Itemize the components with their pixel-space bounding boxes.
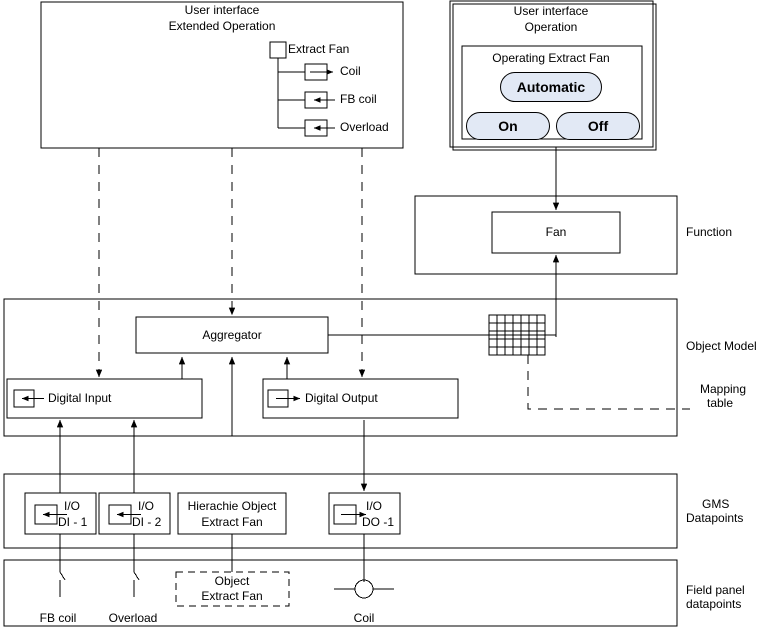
gms-item-hierachie-line1: Hierachie Object [187,499,277,513]
gms-item-di1-line1: I/O [64,499,81,513]
gms-item-hierachie-line2: Extract Fan [201,515,263,529]
coil-relay-symbol [354,579,374,599]
field-label-fbcoil: FB coil [39,611,77,625]
tree-item-label-fbcoil[interactable]: FB coil [340,92,377,106]
field-object-box-line2: Extract Fan [201,589,263,603]
fan-box-label: Fan [545,225,567,239]
mapping-table-grid [488,314,546,356]
field-object-box-line1: Object [214,574,250,588]
ui-extended-panel-border [40,1,404,149]
overload-contact-symbol [133,571,140,597]
gms-item-di2-line1: I/O [138,499,155,513]
object-model-band-label: Object Model [686,339,757,353]
field-label-coil: Coil [353,611,375,625]
mapping-grid-v [496,315,538,355]
gms-band-border [3,473,678,549]
gms-item-do1-line1: I/O [366,499,383,513]
fbcoil-contact-symbol [59,571,66,597]
mapping-grid-h [489,322,545,348]
tree-item-label-overload[interactable]: Overload [340,120,389,134]
field-object-dashed-box [175,571,290,607]
off-button[interactable]: Off [556,112,640,140]
gms-item-di2-line2: DI - 2 [132,515,162,529]
mapping-table-label-line2: table [707,396,734,410]
digital-output-box [262,378,459,419]
fan-box [491,211,621,254]
automatic-button[interactable]: Automatic [500,72,602,102]
gms-item-di1-line2: DI - 1 [58,515,88,529]
tree-root-box [269,41,287,59]
field-band-label-line2: datapoints [686,597,742,611]
mapping-table-label-line1: Mapping [700,382,747,396]
digital-input-label: Digital Input [48,391,112,405]
field-band-border [3,559,678,627]
gms-band-label-line1: GMS [702,497,730,511]
digital-output-label: Digital Output [305,391,378,405]
gms-band-label-line2: Datapoints [686,511,744,525]
tree-item-label-coil[interactable]: Coil [340,64,361,78]
ui-operation-title-line1: User interface [513,4,589,18]
field-label-overload: Overload [108,611,158,625]
operating-group-border [461,45,643,140]
field-band-label-line1: Field panel [686,583,745,597]
mapping-callout-dashed [527,355,690,410]
ui-operation-panel-border [449,0,654,148]
ui-extended-title-line2: Extended Operation [168,19,276,33]
operating-group-label: Operating Extract Fan [492,51,610,65]
ui-operation-panel-shadow [452,3,657,151]
ui-operation-title-line2: Operation [524,20,578,34]
aggregator-label: Aggregator [202,328,262,342]
function-band-border [414,195,678,275]
on-button[interactable]: On [466,112,550,140]
aggregator-to-mapping-line [328,334,557,337]
function-band-label: Function [686,225,733,239]
tree-root-label[interactable]: Extract Fan [288,42,350,56]
gms-item-do1-line2: DO -1 [362,515,395,529]
object-model-band-border [3,298,678,437]
ui-extended-title-line1: User interface [184,3,260,17]
digital-input-box [6,378,203,419]
